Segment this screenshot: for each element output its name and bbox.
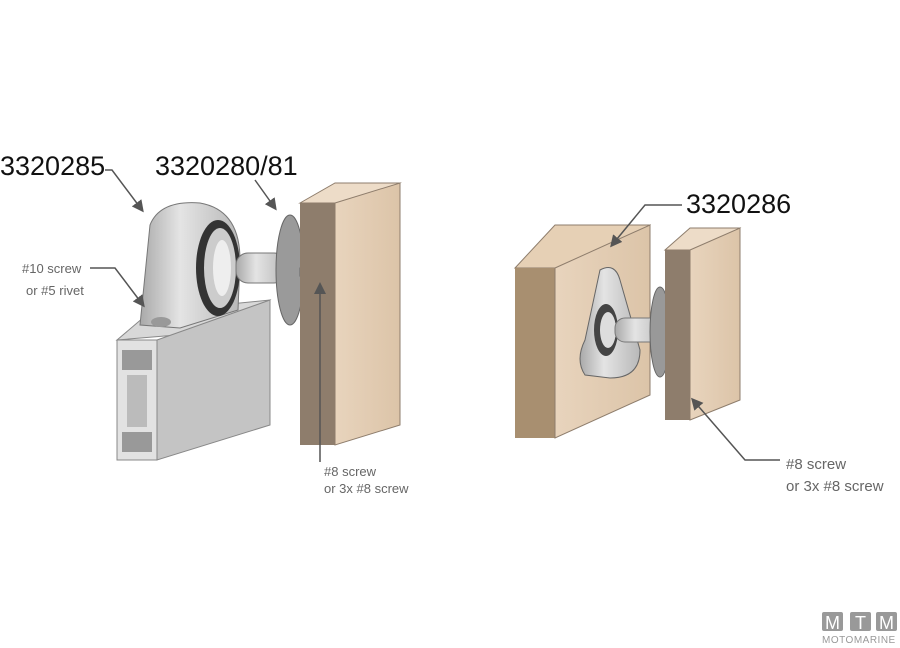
label-left-screw-1: #10 screw (22, 261, 82, 276)
label-right-screw-1: #8 screw (786, 456, 846, 473)
arrow-3320280-81 (254, 179, 277, 211)
label-left-screw-2: or #5 rivet (26, 283, 84, 298)
wood-board-left (298, 182, 402, 446)
leader-arrows (90, 169, 780, 462)
svg-text:M: M (879, 613, 894, 633)
bearing-housing (139, 202, 241, 329)
wood-board-right (663, 227, 742, 421)
mtm-logo: M T M MOTOMARINE (822, 612, 897, 646)
label-right-screw-2: or 3x #8 screw (786, 478, 884, 495)
arrow-3320286 (610, 204, 682, 248)
aluminum-profile (115, 299, 272, 461)
label-mid-screw-1: #8 screw (324, 464, 377, 479)
label-mid-screw-2: or 3x #8 screw (324, 481, 409, 496)
arrow-8-screw-right (691, 397, 780, 461)
arrow-10-screw (90, 267, 145, 308)
label-3320280-81: 3320280/81 (155, 151, 298, 181)
svg-text:MOTOMARINE: MOTOMARINE (822, 635, 896, 646)
arrow-3320285 (105, 169, 144, 213)
label-3320285: 3320285 (0, 151, 105, 181)
label-3320286: 3320286 (686, 189, 791, 219)
svg-text:M: M (825, 613, 840, 633)
svg-text:T: T (855, 613, 866, 633)
